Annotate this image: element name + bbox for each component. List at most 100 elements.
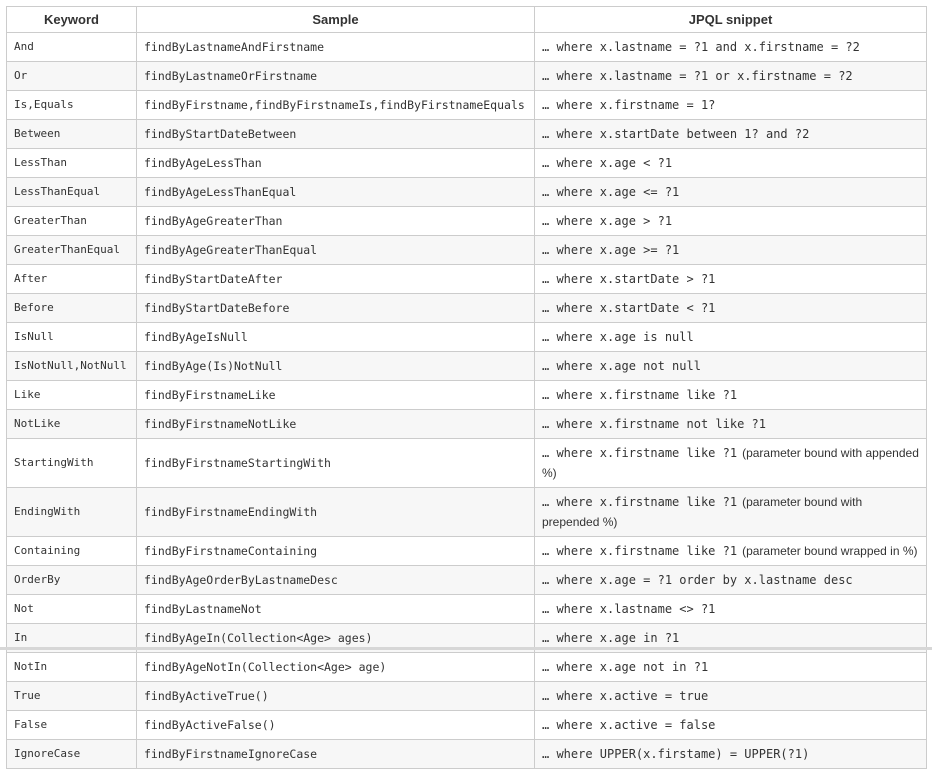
table-row: GreaterThan findByAgeGreaterThan … where… — [6, 206, 927, 236]
column-header-keyword: Keyword — [6, 6, 137, 33]
table-row: And findByLastnameAndFirstname … where x… — [6, 32, 927, 62]
table-row: After findByStartDateAfter … where x.sta… — [6, 264, 927, 294]
snippet-code: … where x.firstname like ?1 — [542, 388, 738, 402]
keyword-cell: Containing — [6, 536, 137, 566]
table-row: True findByActiveTrue() … where x.active… — [6, 681, 927, 711]
table-row: IgnoreCase findByFirstnameIgnoreCase … w… — [6, 739, 927, 769]
snippet-code: … where x.age <= ?1 — [542, 185, 680, 199]
snippet-cell: … where x.startDate < ?1 — [534, 293, 927, 323]
sample-cell: findByFirstnameNotLike — [136, 409, 535, 439]
snippet-cell: … where x.startDate > ?1 — [534, 264, 927, 294]
snippet-code: … where x.age in ?1 — [542, 631, 680, 645]
snippet-cell: … where x.active = false — [534, 710, 927, 740]
snippet-code: … where x.age >= ?1 — [542, 243, 680, 257]
keyword-cell: NotLike — [6, 409, 137, 439]
snippet-cell: … where x.firstname = 1? — [534, 90, 927, 120]
snippet-cell: … where x.firstname like ?1 — [534, 380, 927, 410]
jpa-keywords-table: Keyword Sample JPQL snippet And findByLa… — [6, 6, 927, 769]
keyword-cell: LessThanEqual — [6, 177, 137, 207]
keyword-cell: LessThan — [6, 148, 137, 178]
sample-cell: findByLastnameNot — [136, 594, 535, 624]
sample-cell: findByStartDateBefore — [136, 293, 535, 323]
snippet-code: … where x.age = ?1 order by x.lastname d… — [542, 573, 853, 587]
table-row: Not findByLastnameNot … where x.lastname… — [6, 594, 927, 624]
table-row: IsNotNull,NotNull findByAge(Is)NotNull …… — [6, 351, 927, 381]
keyword-cell: IsNull — [6, 322, 137, 352]
snippet-note: (parameter bound wrapped in %) — [742, 544, 918, 558]
sample-cell: findByFirstnameStartingWith — [136, 438, 535, 488]
sample-cell: findByLastnameOrFirstname — [136, 61, 535, 91]
snippet-cell: … where x.lastname = ?1 or x.firstname =… — [534, 61, 927, 91]
sample-cell: findByAgeGreaterThanEqual — [136, 235, 535, 265]
keyword-cell: Before — [6, 293, 137, 323]
snippet-cell: … where x.age > ?1 — [534, 206, 927, 236]
sample-cell: findByFirstname,findByFirstnameIs,findBy… — [136, 90, 535, 120]
snippet-code: … where x.age < ?1 — [542, 156, 673, 170]
keyword-cell: Is,Equals — [6, 90, 137, 120]
table-row: OrderBy findByAgeOrderByLastnameDesc … w… — [6, 565, 927, 595]
snippet-cell: … where x.age = ?1 order by x.lastname d… — [534, 565, 927, 595]
table-row: LessThanEqual findByAgeLessThanEqual … w… — [6, 177, 927, 207]
sample-cell: findByAgeLessThan — [136, 148, 535, 178]
table-row: EndingWith findByFirstnameEndingWith … w… — [6, 487, 927, 537]
snippet-code: … where x.active = true — [542, 689, 709, 703]
snippet-cell: … where x.firstname not like ?1 — [534, 409, 927, 439]
sample-cell: findByActiveFalse() — [136, 710, 535, 740]
snippet-code: … where x.startDate > ?1 — [542, 272, 716, 286]
sample-cell: findByFirstnameEndingWith — [136, 487, 535, 537]
table-row: NotLike findByFirstnameNotLike … where x… — [6, 409, 927, 439]
keyword-cell: GreaterThanEqual — [6, 235, 137, 265]
table-row: Like findByFirstnameLike … where x.first… — [6, 380, 927, 410]
keyword-cell: EndingWith — [6, 487, 137, 537]
column-header-sample: Sample — [136, 6, 535, 33]
keyword-cell: True — [6, 681, 137, 711]
snippet-cell: … where x.age <= ?1 — [534, 177, 927, 207]
keyword-cell: And — [6, 32, 137, 62]
table-row: GreaterThanEqual findByAgeGreaterThanEqu… — [6, 235, 927, 265]
sample-cell: findByAgeOrderByLastnameDesc — [136, 565, 535, 595]
table-row: NotIn findByAgeNotIn(Collection<Age> age… — [6, 652, 927, 682]
sample-cell: findByLastnameAndFirstname — [136, 32, 535, 62]
snippet-cell: … where x.age not in ?1 — [534, 652, 927, 682]
snippet-code: … where x.age > ?1 — [542, 214, 673, 228]
keyword-cell: Not — [6, 594, 137, 624]
keyword-cell: IsNotNull,NotNull — [6, 351, 137, 381]
snippet-cell: … where x.age not null — [534, 351, 927, 381]
sample-cell: findByAgeNotIn(Collection<Age> age) — [136, 652, 535, 682]
sample-cell: findByAge(Is)NotNull — [136, 351, 535, 381]
table-row: Before findByStartDateBefore … where x.s… — [6, 293, 927, 323]
page: Keyword Sample JPQL snippet And findByLa… — [0, 6, 932, 769]
snippet-code: … where UPPER(x.firstame) = UPPER(?1) — [542, 747, 810, 761]
column-header-jpql-snippet: JPQL snippet — [534, 6, 927, 33]
table-row: Is,Equals findByFirstname,findByFirstnam… — [6, 90, 927, 120]
snippet-cell: … where x.firstname like ?1(parameter bo… — [534, 487, 927, 537]
sample-cell: findByStartDateBetween — [136, 119, 535, 149]
snippet-cell: … where x.startDate between 1? and ?2 — [534, 119, 927, 149]
keyword-cell: StartingWith — [6, 438, 137, 488]
snippet-code: … where x.active = false — [542, 718, 716, 732]
keyword-cell: IgnoreCase — [6, 739, 137, 769]
snippet-code: … where x.lastname = ?1 and x.firstname … — [542, 40, 860, 54]
snippet-cell: … where x.age < ?1 — [534, 148, 927, 178]
keyword-cell: OrderBy — [6, 565, 137, 595]
table-row: False findByActiveFalse() … where x.acti… — [6, 710, 927, 740]
table-row: Or findByLastnameOrFirstname … where x.l… — [6, 61, 927, 91]
snippet-note: (parameter bound with prepended %) — [542, 495, 863, 529]
snippet-cell: … where x.age >= ?1 — [534, 235, 927, 265]
snippet-cell: … where x.firstname like ?1(parameter bo… — [534, 438, 927, 488]
snippet-cell: … where x.firstname like ?1(parameter bo… — [534, 536, 927, 566]
snippet-code: … where x.lastname = ?1 or x.firstname =… — [542, 69, 853, 83]
sample-cell: findByActiveTrue() — [136, 681, 535, 711]
sample-cell: findByAgeIsNull — [136, 322, 535, 352]
keyword-cell: Or — [6, 61, 137, 91]
sample-cell: findByStartDateAfter — [136, 264, 535, 294]
sample-cell: findByFirstnameContaining — [136, 536, 535, 566]
table-row: Between findByStartDateBetween … where x… — [6, 119, 927, 149]
keyword-cell: NotIn — [6, 652, 137, 682]
snippet-code: … where x.startDate between 1? and ?2 — [542, 127, 810, 141]
keyword-cell: GreaterThan — [6, 206, 137, 236]
table-body: And findByLastnameAndFirstname … where x… — [6, 32, 927, 769]
sample-cell: findByFirstnameIgnoreCase — [136, 739, 535, 769]
table-row: IsNull findByAgeIsNull … where x.age is … — [6, 322, 927, 352]
snippet-code: … where x.age not null — [542, 359, 701, 373]
